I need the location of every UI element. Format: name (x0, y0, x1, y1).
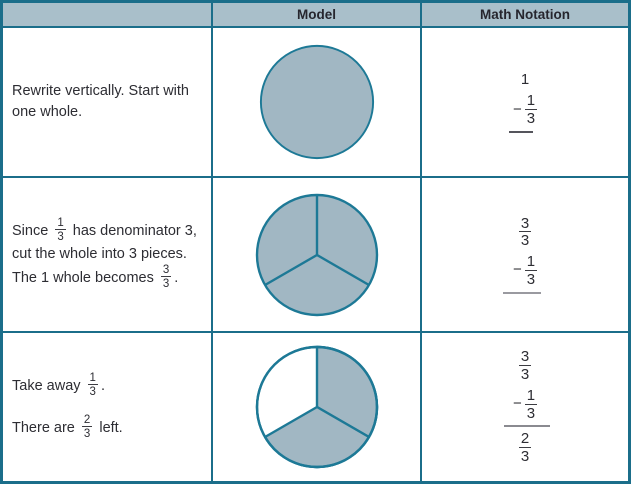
minus-sign: − (512, 100, 522, 118)
fraction-one-third: 1 3 (524, 386, 538, 422)
denominator: 3 (524, 269, 538, 288)
pie-model-two-thirds-shaded-icon (255, 345, 378, 469)
row3-paragraph-2: There are 2 3 left. (12, 414, 123, 441)
row3-vertical-math: 3 3 − 1 3 2 3 (502, 348, 550, 465)
subtraction-rule-line (508, 130, 533, 133)
row3-text-part2: . (100, 377, 105, 394)
denominator: 3 (81, 426, 93, 441)
numerator: 1 (89, 371, 96, 384)
fraction-three-thirds: 3 3 (518, 214, 532, 250)
row2-vertical-math: 3 3 − 1 3 (503, 214, 544, 294)
row2-text: Since 1 3 has denominator 3, cut the who… (12, 216, 205, 291)
row1-math-cell: 1 − 1 3 (422, 28, 628, 176)
row3-description-cell: Take away 1 3 . There are 2 3 left. (3, 333, 211, 481)
row3-text-part4: left. (99, 419, 123, 436)
numerator: 2 (83, 414, 91, 426)
numerator: 1 (526, 386, 536, 404)
row1-minuend: 1 (521, 71, 529, 88)
fraction-one-third: 1 3 (524, 92, 538, 127)
denominator: 3 (524, 109, 538, 127)
row1-model-cell (213, 28, 420, 176)
row3-model-cell (213, 333, 420, 481)
row3-paragraph-1: Take away 1 3 . (12, 371, 123, 399)
row1-vertical-math: 1 − 1 3 (508, 71, 538, 133)
row2-text-part1: Since (12, 222, 49, 239)
row2-subtrahend: − 1 3 (512, 253, 538, 288)
row3-text-part1: Take away (12, 377, 81, 394)
denominator: 3 (518, 365, 532, 383)
row2-math-cell: 3 3 − 1 3 (422, 178, 628, 331)
inline-fraction-three-thirds: 3 3 (160, 264, 172, 291)
numerator: 2 (520, 430, 530, 448)
row2-model-cell (213, 178, 420, 331)
row1-minuend-value: 1 (520, 71, 530, 89)
numerator: 1 (526, 92, 536, 110)
pie-model-three-thirds-icon (255, 193, 378, 316)
row3-text: Take away 1 3 . There are 2 3 left. (12, 371, 123, 441)
row1-subtrahend: − 1 3 (512, 92, 538, 127)
inline-fraction-two-thirds: 2 3 (81, 414, 93, 441)
minus-sign: − (512, 395, 522, 412)
inline-fraction-one-third: 1 3 (55, 216, 66, 243)
result-rule-line (504, 425, 550, 428)
row3-text-part3: There are (12, 419, 75, 436)
numerator: 1 (57, 216, 64, 229)
numerator: 1 (526, 253, 536, 270)
row2-description-cell: Since 1 3 has denominator 3, cut the who… (3, 178, 211, 331)
header-math-notation-cell: Math Notation (422, 3, 628, 26)
denominator: 3 (518, 447, 532, 465)
minus-sign: − (512, 261, 522, 279)
denominator: 3 (518, 231, 532, 250)
numerator: 3 (520, 214, 530, 232)
row1-description-cell: Rewrite vertically. Start with one whole… (3, 28, 211, 176)
row2-minuend: 3 3 (518, 214, 532, 250)
numerator: 3 (520, 348, 530, 366)
row3-minuend: 3 3 (518, 348, 532, 383)
pie-model-one-whole-icon (259, 44, 374, 160)
numerator: 3 (162, 264, 170, 276)
header-model-cell: Model (213, 3, 420, 26)
fraction-two-thirds: 2 3 (518, 430, 532, 465)
row3-subtrahend: − 1 3 (512, 386, 538, 422)
header-blank-cell (3, 3, 211, 26)
denominator: 3 (160, 276, 172, 291)
row2-text-part2: has denominator 3, cut the whole into 3 … (12, 222, 197, 286)
row2-text-part3: . (174, 269, 179, 286)
denominator: 3 (524, 403, 538, 422)
denominator: 3 (55, 228, 66, 243)
subtraction-rule-line (503, 291, 541, 294)
row1-text: Rewrite vertically. Start with one whole… (12, 82, 189, 120)
inline-fraction-one-third: 1 3 (87, 371, 98, 398)
fraction-one-third: 1 3 (524, 253, 538, 288)
denominator: 3 (87, 383, 98, 398)
row3-result: 2 3 (518, 430, 532, 465)
row3-math-cell: 3 3 − 1 3 2 3 (422, 333, 628, 481)
fraction-three-thirds: 3 3 (518, 348, 532, 383)
